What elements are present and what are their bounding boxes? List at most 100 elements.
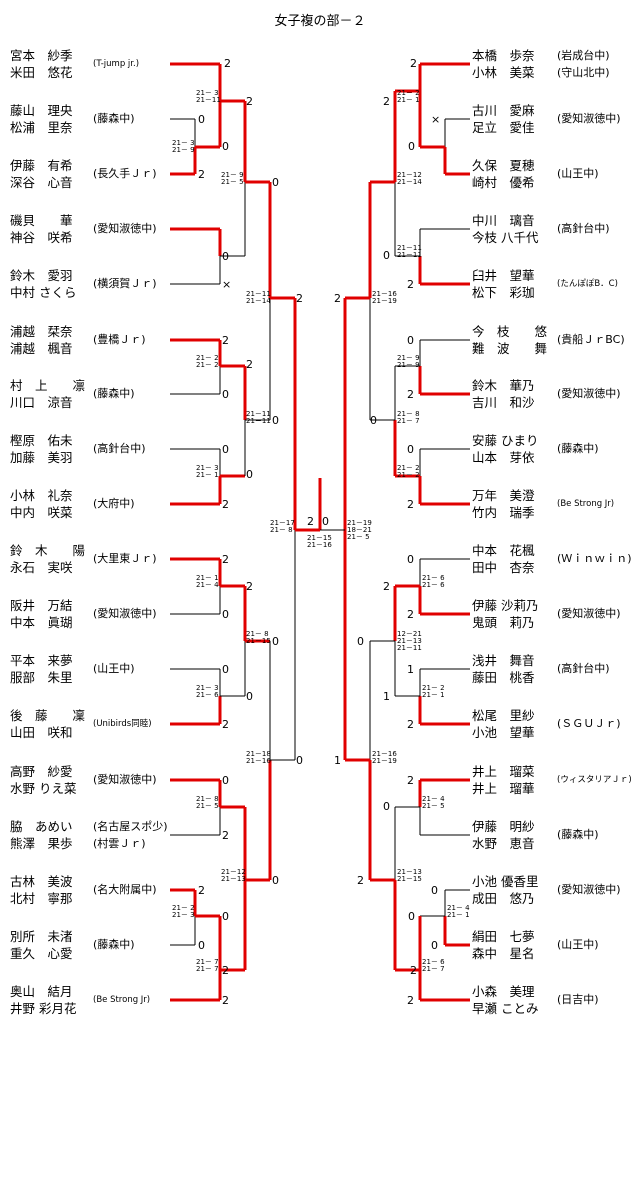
right-team-11-player2: 鬼頭 莉乃: [472, 615, 535, 630]
left-team-14-affiliation: (愛知淑徳中): [93, 773, 157, 786]
score-label: 0: [408, 910, 415, 923]
right-team-11-affiliation: (愛知淑徳中): [557, 607, 621, 620]
left-team-11-player2: 中本 眞瑚: [10, 615, 73, 630]
right-team-5-affiliation: (たんぽぽB．C): [557, 279, 618, 289]
left-team-12-player2: 服部 朱里: [10, 670, 73, 685]
score-label: 1: [334, 754, 341, 767]
game-score: 21－ 9: [397, 354, 420, 362]
game-score: 21－15: [397, 875, 422, 883]
game-score: 21－ 8: [397, 410, 420, 418]
game-score: 21－11: [246, 290, 271, 298]
score-label: 0: [222, 140, 229, 153]
score-label: 0: [222, 250, 229, 263]
game-score: 21－16: [372, 290, 397, 298]
left-team-11-affiliation: (愛知淑徳中): [93, 607, 157, 620]
right-team-7-affiliation: (愛知淑徳中): [557, 387, 621, 400]
left-team-8-player1: 樫原 佑未: [10, 433, 73, 448]
score-label: 2: [410, 964, 417, 977]
score-label: 2: [222, 334, 229, 347]
left-team-3-affiliation: (長久手Ｊｒ): [93, 167, 157, 180]
game-score: 21－13: [221, 875, 246, 883]
score-label: 0: [272, 874, 279, 887]
game-score: 21－11: [196, 96, 221, 104]
score-label: 0: [408, 140, 415, 153]
right-team-1-player1: 本橋 歩奈: [472, 48, 535, 63]
game-score: 21－11: [397, 251, 422, 259]
score-label: 0: [246, 690, 253, 703]
game-score: 21－ 8: [196, 795, 219, 803]
game-score: 21－ 6: [196, 691, 219, 699]
game-score: 21－19: [372, 757, 397, 765]
game-score: 21－ 3: [172, 139, 195, 147]
game-score: 21－ 3: [196, 89, 219, 97]
right-team-1-affiliation2: (守山北中): [557, 66, 610, 79]
game-score: 21－15: [246, 637, 271, 645]
game-score: 21－16: [307, 541, 332, 549]
right-team-14-affiliation: (ウィスタリアＪｒ): [557, 775, 632, 785]
game-score: 21－11: [397, 644, 422, 652]
left-team-18-affiliation: (Be Strong Jr): [93, 995, 151, 1005]
left-team-15-affiliation: (名古屋スポ少): [93, 820, 168, 833]
left-team-4-player1: 磯貝 華: [10, 213, 73, 228]
game-score: 21－14: [246, 297, 271, 305]
right-team-10-player1: 中本 花楓: [472, 543, 535, 558]
score-label: 2: [222, 498, 229, 511]
score-label: ×: [431, 113, 440, 126]
game-score: 21－ 2: [172, 904, 195, 912]
game-score: 21－ 9: [221, 171, 244, 179]
right-team-6-player1: 今 枝 悠: [472, 324, 548, 339]
score-label: 2: [198, 168, 205, 181]
left-team-15-affiliation2: (村雲Ｊｒ): [93, 837, 146, 850]
left-team-3-player2: 深谷 心音: [10, 175, 73, 190]
score-label: 0: [246, 468, 253, 481]
right-team-6-player2: 難 波 舞: [472, 341, 548, 356]
score-label: 2: [407, 278, 414, 291]
game-score: 21－ 8: [246, 630, 269, 638]
game-score: 21－ 7: [422, 965, 445, 973]
right-team-15-affiliation: (藤森中): [557, 828, 599, 841]
game-score: 21－ 6: [422, 958, 445, 966]
right-team-2-player2: 足立 愛佳: [472, 120, 535, 135]
score-label: 0: [357, 635, 364, 648]
right-team-11-player1: 伊藤 沙莉乃: [472, 598, 539, 613]
left-team-9-player2: 中内 咲菜: [10, 505, 73, 520]
right-team-2-affiliation: (愛知淑徳中): [557, 112, 621, 125]
game-score: 21－ 7: [196, 958, 219, 966]
left-team-13-player2: 山田 咲和: [10, 725, 73, 740]
right-team-13-affiliation: (ＳＧＵＪｒ): [557, 717, 621, 730]
left-team-16-player1: 古林 美波: [10, 874, 73, 889]
left-team-6-player1: 浦越 栞奈: [10, 324, 73, 339]
right-team-4-player1: 中川 璃音: [472, 213, 535, 228]
score-label: 2: [198, 884, 205, 897]
right-team-15-player2: 水野 恵音: [472, 836, 535, 851]
game-score: 21－ 3: [196, 464, 219, 472]
right-team-9-player1: 万年 美澄: [472, 488, 535, 503]
score-label: 2: [407, 608, 414, 621]
game-score: 21－16: [372, 750, 397, 758]
right-team-17-player2: 森中 星名: [472, 946, 535, 961]
left-team-18-player1: 奥山 結月: [10, 984, 73, 999]
left-team-8-affiliation: (高針台中): [93, 442, 146, 455]
game-score: 18－21: [347, 526, 372, 534]
score-label: 2: [407, 388, 414, 401]
left-team-8-player2: 加藤 美羽: [10, 450, 73, 465]
game-score: 21－16: [246, 757, 271, 765]
score-label: 0: [222, 910, 229, 923]
score-label: ×: [222, 278, 231, 291]
right-team-6-affiliation: (貴船ＪｒBC): [557, 333, 625, 346]
left-team-1-affiliation: (T-jump jr.): [93, 59, 140, 69]
score-label: 0: [407, 443, 414, 456]
game-score: 21－ 6: [422, 581, 445, 589]
score-label: 1: [383, 690, 390, 703]
left-team-6-affiliation: (豊橋Ｊｒ): [93, 333, 146, 346]
game-score: 21－ 4: [422, 795, 445, 803]
game-score: 21－ 5: [422, 802, 445, 810]
score-label: 0: [296, 754, 303, 767]
score-label: 0: [383, 249, 390, 262]
score-label: 0: [222, 774, 229, 787]
left-team-14-player1: 高野 紗愛: [10, 764, 73, 779]
score-label: 0: [431, 884, 438, 897]
right-team-3-player2: 崎村 優希: [472, 175, 535, 190]
score-label: 0: [222, 388, 229, 401]
